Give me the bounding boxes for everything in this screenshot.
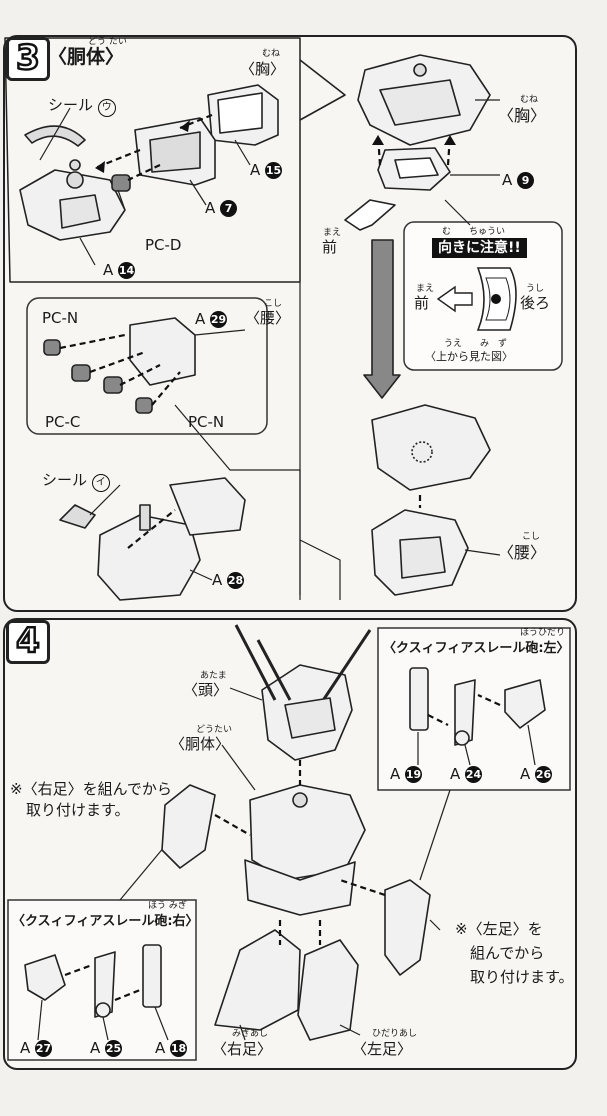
caution-front-ruby: まえ — [416, 284, 435, 294]
torso-label: 〈胴体〉 — [170, 735, 231, 753]
right-leg-ruby: みぎあし — [232, 1029, 269, 1039]
part-a7-number: 7 — [220, 200, 238, 217]
part-a9-label: A 9 — [502, 172, 535, 189]
left-leg — [297, 939, 359, 1041]
waist-ruby-right: こし — [522, 532, 541, 542]
right-leg — [214, 929, 301, 1031]
caution-front-label: 前 — [414, 294, 430, 312]
step3-number: 3 — [6, 37, 50, 81]
waist-ruby-top: こし — [264, 299, 283, 309]
front-label: 前 — [322, 238, 338, 256]
big-down-arrow — [363, 239, 401, 399]
cannon-right-assembled — [161, 784, 216, 869]
front-ruby: まえ — [323, 228, 342, 238]
note-left-line1: ※〈左足〉を — [455, 920, 543, 938]
part-a19-label: A 19 — [390, 765, 423, 783]
part-a27-label: A 27 — [20, 1039, 53, 1057]
chest-ruby-top: むね — [262, 49, 281, 59]
part-a18-label: A 18 — [155, 1039, 188, 1057]
note-right-line1: ※〈右足〉を組んでから — [10, 780, 172, 798]
part-a27-number: 27 — [35, 1040, 53, 1057]
waist-part-a29 — [129, 317, 196, 386]
part-a25-label: A 25 — [90, 1039, 123, 1057]
part-a19-number: 19 — [405, 766, 423, 783]
part-a18 — [142, 944, 162, 1008]
pc-n-bottom-label: PC-N — [188, 413, 225, 431]
sticker-i-label: シール イ — [42, 473, 110, 492]
caution-back-label: 後ろ — [520, 294, 551, 312]
part-a15-label: A 15 — [250, 161, 283, 179]
part-a15-number: 15 — [265, 162, 283, 179]
sticker-u-label: シール ウ — [48, 98, 116, 117]
caution-caption: 〈上から見た図〉 — [425, 350, 513, 363]
caution-ruby: む ちゅうい — [442, 227, 506, 237]
left-leg-ruby: ひだりあし — [372, 1029, 418, 1039]
left-leg-label: 〈左足〉 — [352, 1040, 413, 1058]
torso-ruby: どうたい — [196, 725, 233, 735]
pc-d-label: PC-D — [145, 236, 182, 254]
part-a28-label: A 28 — [212, 571, 245, 589]
part-a19 — [409, 667, 429, 731]
sticker-i-mark: イ — [91, 474, 110, 492]
caution-caption-ruby: うえ み ず — [444, 339, 508, 349]
part-a7-label: A 7 — [205, 200, 238, 217]
waist-subbox — [26, 297, 268, 435]
pc-d-part — [111, 174, 131, 192]
right-leg-label: 〈右足〉 — [212, 1040, 273, 1058]
part-a27 — [24, 954, 66, 1001]
part-a18-number: 18 — [170, 1040, 188, 1057]
waist-label-top: 〈腰〉 — [245, 309, 291, 327]
pc-c-label: PC-C — [45, 413, 81, 431]
part-a26-number: 26 — [535, 766, 553, 783]
caution-box — [403, 221, 563, 371]
chest-label-top: 〈胸〉 — [240, 60, 286, 78]
waist-label-right: 〈腰〉 — [498, 543, 547, 562]
part-a29-number: 29 — [210, 311, 228, 328]
pc-n-part-bottom — [135, 397, 153, 414]
head-label: 〈頭〉 — [183, 681, 229, 699]
sticker-u-shape — [24, 125, 86, 147]
part-a28-number: 28 — [227, 572, 245, 589]
part-a14-number: 14 — [118, 262, 136, 279]
cannon-right-ruby: ほう みぎ — [148, 901, 187, 911]
part-a24-number: 24 — [465, 766, 483, 783]
front-direction-arrow — [344, 199, 396, 231]
chest-label-right: 〈胸〉 — [498, 106, 547, 125]
part-a25-number: 25 — [105, 1040, 123, 1057]
cannon-left-title: 〈クスィフィアスレール砲:左〉 — [383, 641, 570, 656]
step3-right-column-divider — [299, 59, 346, 121]
head-ruby: あたま — [200, 671, 227, 681]
note-left-line3: 取り付けます。 — [470, 968, 574, 986]
part-a9-number: 9 — [517, 172, 535, 189]
pc-c-part-1 — [71, 364, 91, 382]
note-right-line2: 取り付けます。 — [26, 801, 130, 819]
part-a29-label: A 29 — [195, 310, 228, 328]
caution-title: 向きに注意!! — [432, 238, 527, 258]
cannon-left-assembled — [384, 879, 431, 976]
step4-number: 4 — [6, 620, 50, 664]
part-a26 — [504, 679, 546, 729]
step3-title: 〈胴体〉 — [48, 46, 125, 68]
caution-back-ruby: うし — [526, 284, 545, 294]
part-a25 — [94, 951, 116, 1018]
torso-assembly — [249, 784, 366, 881]
pc-n-top-label: PC-N — [42, 309, 79, 327]
part-a26-label: A 26 — [520, 765, 553, 783]
part-a24 — [454, 679, 476, 746]
chest-ruby-right: むね — [520, 95, 539, 105]
sticker-i-shape — [59, 504, 96, 529]
step3-title-ruby: どう たい — [88, 37, 127, 47]
cannon-left-ruby: ほうひだり — [520, 628, 566, 638]
cannon-right-title: 〈クスィフィアスレール砲:右〉 — [12, 914, 199, 929]
part-a14-label: A 14 — [103, 261, 136, 279]
sticker-u-mark: ウ — [97, 99, 116, 117]
note-left-line2: 組んでから — [470, 944, 545, 962]
part-a24-label: A 24 — [450, 765, 483, 783]
